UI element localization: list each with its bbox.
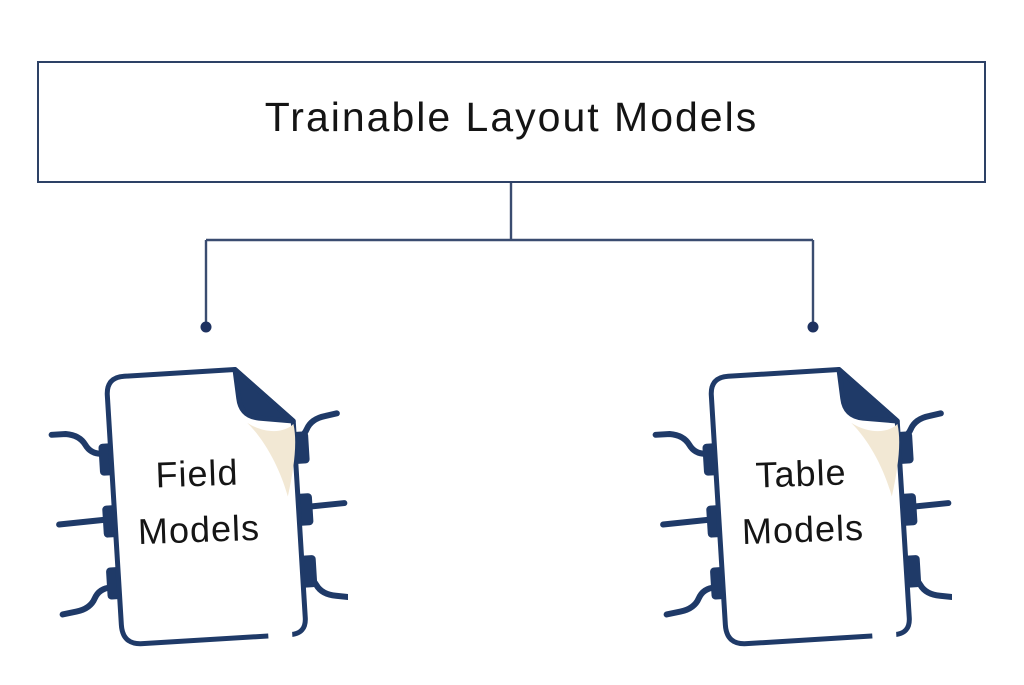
node-label-line1: Table bbox=[755, 451, 847, 495]
connector-endpoint-dot-right bbox=[807, 321, 819, 333]
connector-lines bbox=[200, 183, 819, 333]
node-label-line1: Field bbox=[155, 452, 239, 496]
document-chip-icon: Table Models bbox=[652, 342, 952, 654]
node-field-models: Field Models bbox=[48, 342, 348, 659]
page-title: Trainable Layout Models bbox=[264, 93, 759, 140]
node-table-models: Table Models bbox=[652, 342, 952, 659]
node-label-line2: Models bbox=[741, 507, 864, 552]
title-box: Trainable Layout Models bbox=[37, 61, 986, 183]
document-chip-icon: Field Models bbox=[48, 342, 348, 654]
node-label-line2: Models bbox=[137, 507, 260, 552]
connector-endpoint-dot-left bbox=[200, 321, 212, 333]
